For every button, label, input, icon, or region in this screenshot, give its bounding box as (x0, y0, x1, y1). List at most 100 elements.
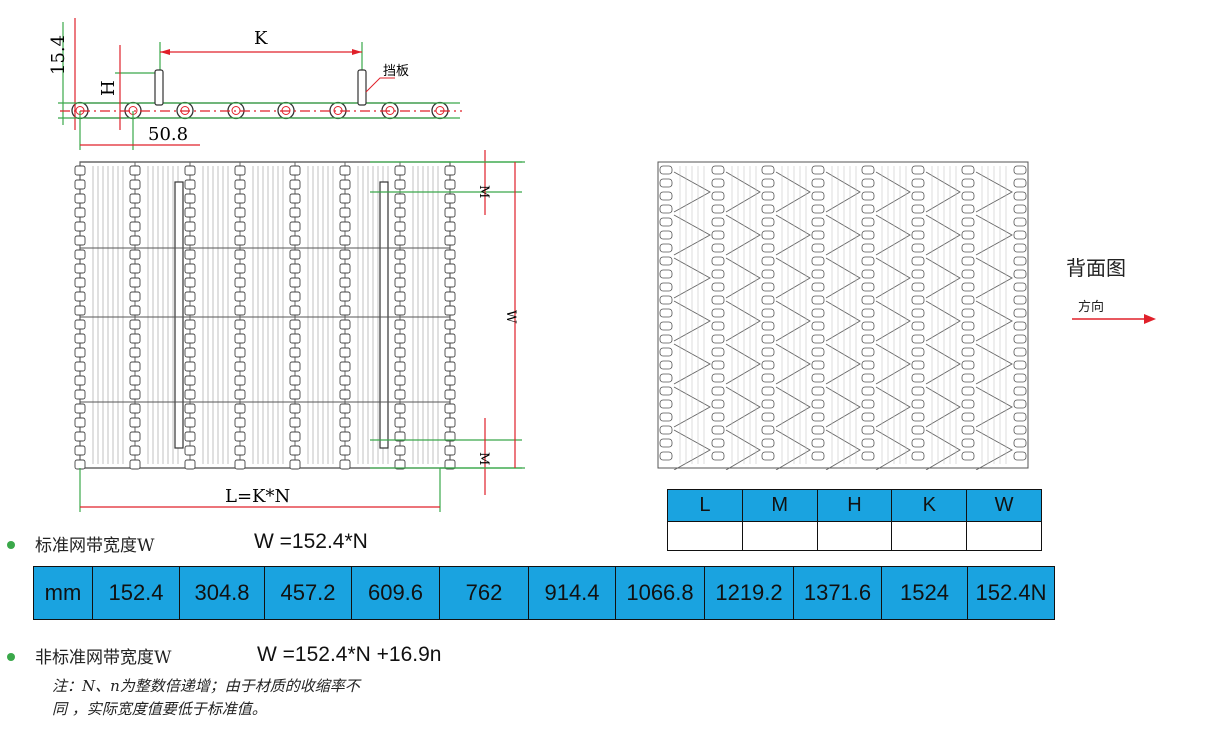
back-truss (875, 343, 911, 385)
hinge-tooth (339, 417, 351, 428)
back-hinge (761, 243, 775, 253)
hinge-tooth (129, 207, 141, 218)
hinge-tooth (234, 403, 246, 414)
hinge-tooth (289, 319, 301, 330)
params-header-cell: L (667, 489, 743, 522)
dim-15-4-label: 15.4 (48, 35, 69, 75)
hinge-tooth (444, 459, 456, 470)
back-hinge (659, 243, 673, 253)
hinge-tooth (129, 347, 141, 358)
hinge-tooth (74, 445, 86, 456)
params-value-cell (816, 521, 893, 551)
params-header-cell: W (966, 489, 1042, 522)
back-hinge (711, 256, 725, 266)
hinge-tooth (289, 459, 301, 470)
flight-slot (379, 181, 389, 449)
back-hinge (911, 425, 925, 435)
hinge-tooth (444, 375, 456, 386)
back-hinge (659, 399, 673, 409)
back-truss (775, 300, 811, 342)
back-hinge (711, 321, 725, 331)
back-hinge (1013, 204, 1027, 214)
hinge-tooth (184, 417, 196, 428)
back-hinge (811, 321, 825, 331)
back-hinge (711, 191, 725, 201)
back-hinge (961, 438, 975, 448)
back-hinge (659, 269, 673, 279)
hinge-tooth (289, 235, 301, 246)
hinge-tooth (129, 445, 141, 456)
back-hinge (811, 256, 825, 266)
back-hinge (911, 347, 925, 357)
dim-k-arrow-right (352, 49, 362, 55)
hinge-tooth (444, 361, 456, 372)
back-hinge (961, 204, 975, 214)
hinge-tooth (339, 375, 351, 386)
back-hinge (659, 334, 673, 344)
back-hinge (811, 191, 825, 201)
back-truss (925, 171, 961, 213)
back-hinge (711, 386, 725, 396)
back-hinge (811, 360, 825, 370)
back-hinge (961, 165, 975, 175)
back-hinge (761, 295, 775, 305)
back-hinge (911, 282, 925, 292)
back-hinge (811, 347, 825, 357)
hinge-tooth (184, 249, 196, 260)
params-header-cell: H (816, 489, 893, 522)
dim-50-8-label: 50.8 (148, 124, 188, 145)
hinge-tooth (289, 179, 301, 190)
width-cell: 304.8 (179, 566, 265, 620)
back-hinge (711, 425, 725, 435)
hinge-tooth (289, 193, 301, 204)
back-hinge (911, 230, 925, 240)
bullet-icon (7, 653, 15, 661)
hinge-tooth (444, 165, 456, 176)
back-hinge (659, 165, 673, 175)
back-hinge (961, 217, 975, 227)
hinge-tooth (129, 235, 141, 246)
back-hinge (1013, 425, 1027, 435)
back-hinge (911, 308, 925, 318)
hinge-tooth (394, 207, 406, 218)
back-hinge (761, 373, 775, 383)
back-hinge (811, 399, 825, 409)
back-hinge (711, 412, 725, 422)
back-hinge (761, 256, 775, 266)
dim-w-label: W (503, 310, 518, 324)
back-hinge (1013, 178, 1027, 188)
hinge-tooth (184, 291, 196, 302)
width-row: mm 152.4 304.8 457.2 609.6 762 914.4 106… (33, 566, 1055, 620)
params-value-cell (891, 521, 968, 551)
back-hinge (711, 399, 725, 409)
back-truss (775, 343, 811, 385)
hinge-tooth (339, 459, 351, 470)
back-hinge (1013, 334, 1027, 344)
dim-m-top-label: M (476, 185, 491, 198)
back-hinge (1013, 269, 1027, 279)
hinge-tooth (394, 291, 406, 302)
hinge-tooth (444, 291, 456, 302)
back-truss (825, 171, 861, 213)
back-hinge (659, 373, 673, 383)
back-hinge (911, 256, 925, 266)
back-hinge (911, 269, 925, 279)
flight-left (154, 69, 164, 106)
width-cell: 152.4 (92, 566, 180, 620)
back-hinge (1013, 217, 1027, 227)
back-hinge (811, 451, 825, 461)
back-hinge (811, 217, 825, 227)
back-hinge (861, 321, 875, 331)
back-hinge (961, 451, 975, 461)
back-hinge (761, 282, 775, 292)
back-hinge (711, 373, 725, 383)
back-hinge (861, 230, 875, 240)
hinge-tooth (184, 347, 196, 358)
hinge-tooth (234, 361, 246, 372)
hinge-tooth (339, 403, 351, 414)
back-hinge (761, 217, 775, 227)
hinge-tooth (394, 361, 406, 372)
back-truss (875, 386, 911, 428)
hinge-tooth (394, 403, 406, 414)
params-header-cell: M (741, 489, 818, 522)
